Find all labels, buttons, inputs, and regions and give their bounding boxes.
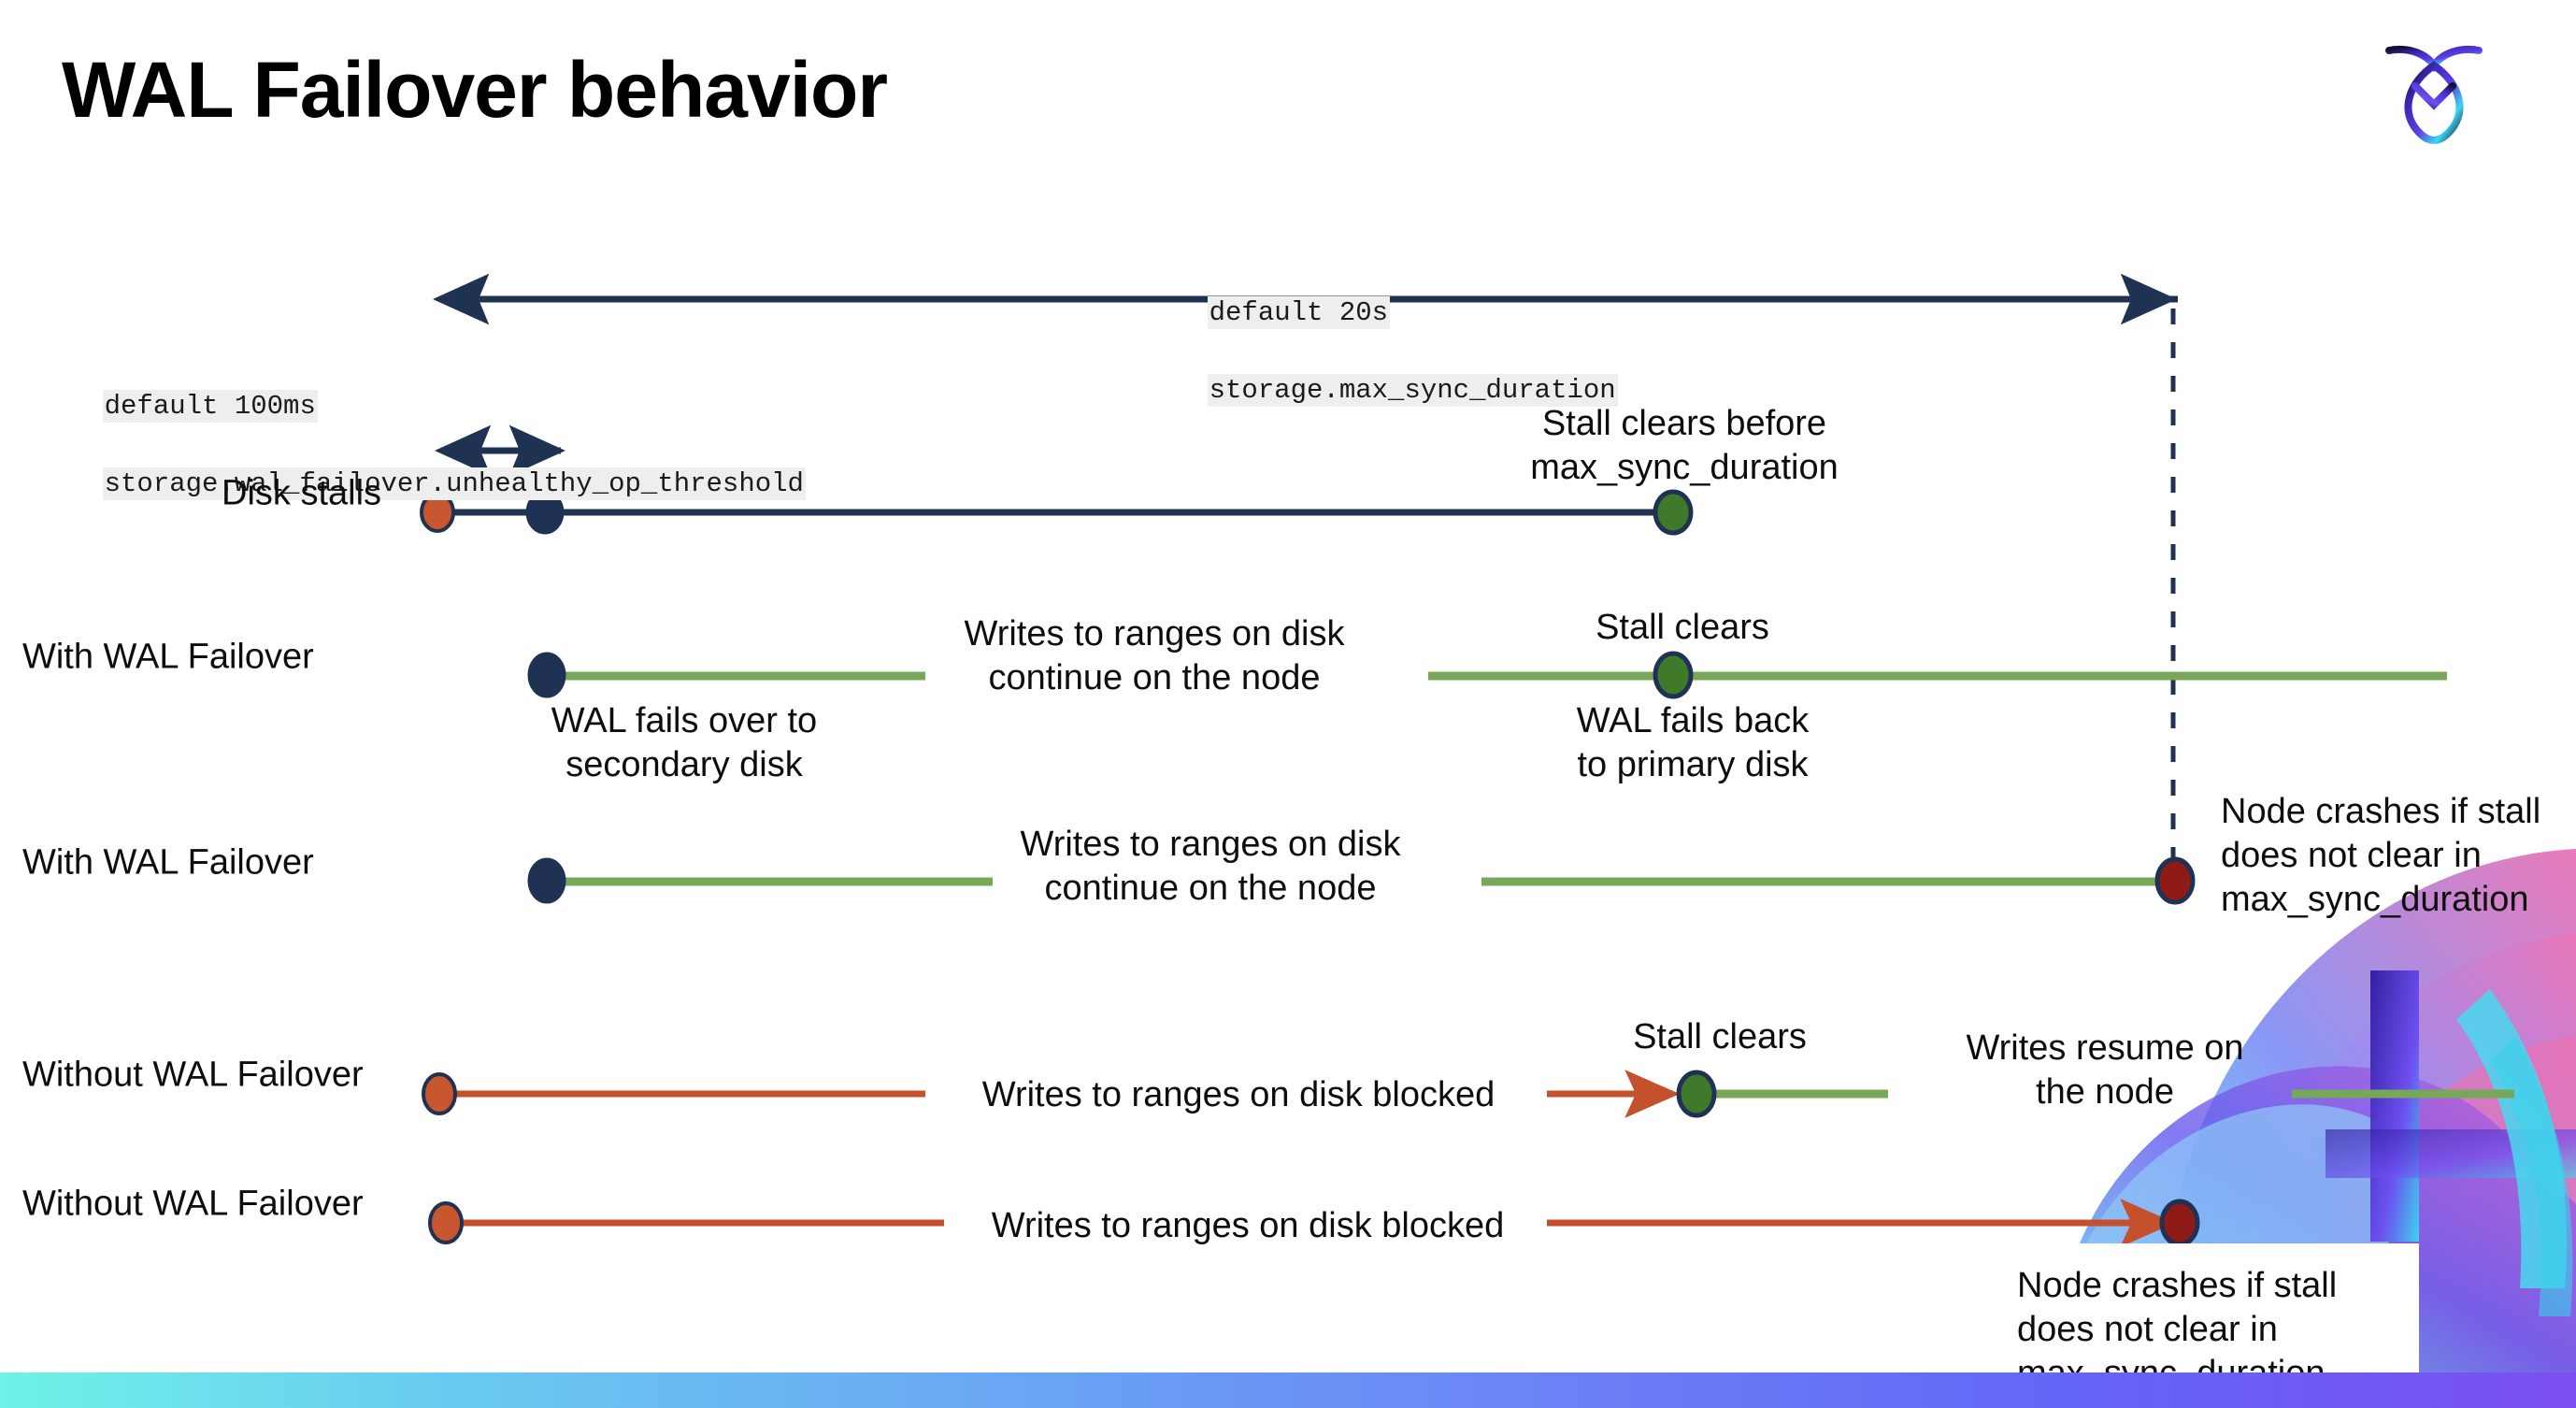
max-sync-duration-setting: storage.max_sync_duration (1207, 374, 1618, 408)
row-disk-stalls-track (420, 489, 1694, 536)
max-sync-duration-callout: default 20s storage.max_sync_duration (1142, 254, 1618, 450)
node-crash-marker (2154, 856, 2196, 905)
row-label-with-wal-failover-clears: With WAL Failover (22, 637, 314, 677)
stall-cleared-marker (1653, 489, 1694, 536)
annotation-writes-blocked-1: Writes to ranges on disk blocked (981, 1075, 1496, 1114)
annotation-writes-blocked-2: Writes to ranges on disk blocked (991, 1206, 1505, 1245)
annotation-stall-clears-1: Stall clears (1596, 608, 1769, 647)
row-without-wal-failover-clears-track (422, 1070, 2514, 1118)
node-crash-marker (2159, 1199, 2200, 1247)
row-without-wal-failover-crash-track (428, 1199, 2200, 1247)
annotation-writes-resume: Writes resume on the node (1966, 1028, 2244, 1113)
unhealthy-op-threshold-default: default 100ms (102, 389, 318, 423)
unhealthy-op-threshold-setting: storage.wal_failover.unhealthy_op_thresh… (102, 467, 806, 501)
annotation-wal-fails-back: WAL fails back to primary disk (1576, 701, 1810, 785)
page-title: WAL Failover behavior (62, 46, 888, 134)
failover-trigger-marker (527, 857, 566, 904)
annotation-writes-continue-2: Writes to ranges on disk continue on the… (1020, 825, 1401, 909)
row-label-disk-stalls: Disk stalls (222, 473, 382, 513)
row-label-without-wal-failover-clears: Without WAL Failover (22, 1055, 364, 1095)
max-sync-duration-default: default 20s (1207, 295, 1391, 329)
annotation-wal-fails-over: WAL fails over to secondary disk (551, 701, 818, 785)
artwork-occluder-left (0, 935, 1953, 1372)
bottom-gradient-bar (0, 1372, 2576, 1408)
unhealthy-op-threshold-callout: default 100ms storage.wal_failover.unhea… (37, 348, 806, 543)
stall-begins-marker (422, 1072, 457, 1115)
stall-cleared-marker (1676, 1070, 1717, 1118)
annotation-node-crashes-1: Node crashes if stall does not clear in … (2221, 792, 2541, 920)
row-label-without-wal-failover-crash: Without WAL Failover (22, 1184, 364, 1224)
annotation-stall-clears-before: Stall clears before max_sync_duration (1530, 404, 1839, 488)
annotation-stall-clears-2: Stall clears (1633, 1017, 1807, 1056)
cockroach-labs-logo-icon (2385, 46, 2483, 145)
annotation-writes-continue-1: Writes to ranges on disk continue on the… (964, 614, 1345, 698)
row-label-with-wal-failover-crash: With WAL Failover (22, 842, 314, 883)
stall-cleared-marker (1653, 651, 1694, 699)
stall-begins-marker (428, 1201, 464, 1244)
failover-trigger-marker (527, 652, 566, 698)
row-with-wal-failover-crash-track (527, 856, 2196, 905)
row-with-wal-failover-clears-track (527, 651, 2447, 699)
